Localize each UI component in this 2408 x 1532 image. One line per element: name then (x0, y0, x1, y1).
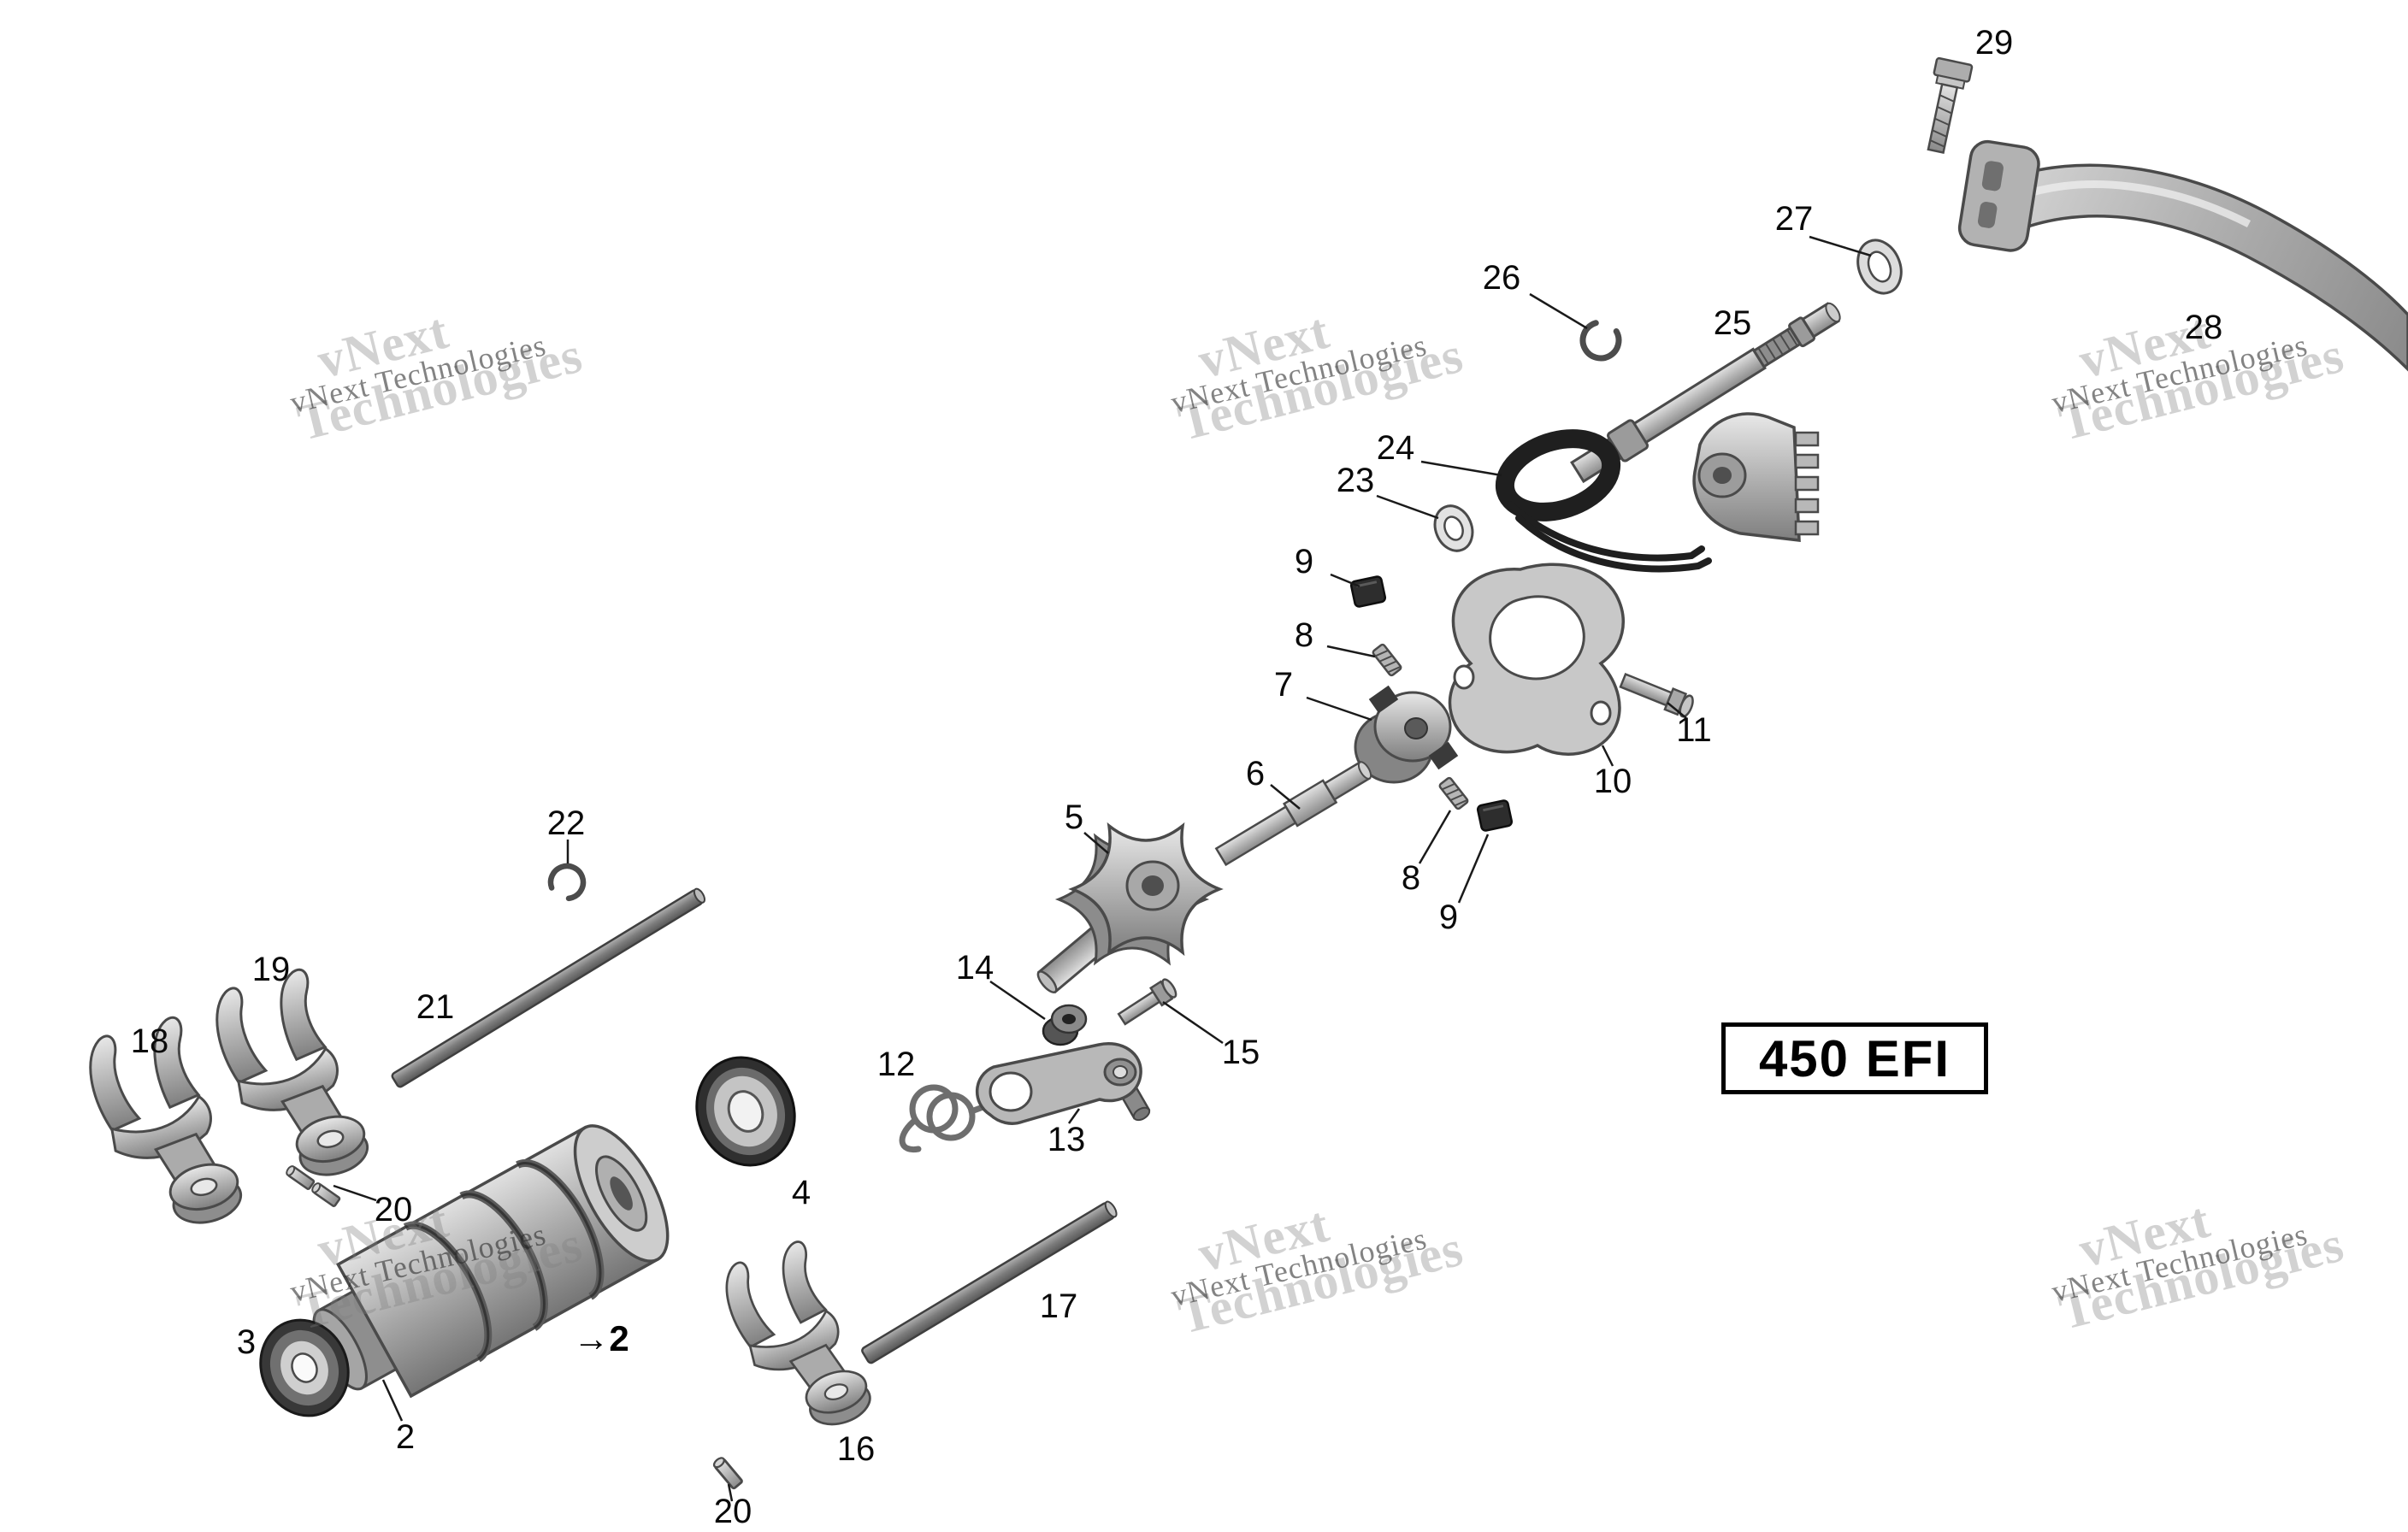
leader-lines (333, 235, 1872, 1502)
part-9-pad-upper (1349, 575, 1387, 608)
part-6-pin (1214, 760, 1372, 867)
part-3-bearing (259, 1318, 350, 1417)
drum-arrow-note: →2 (573, 1321, 629, 1357)
part-13-pawl-arm (976, 1042, 1151, 1125)
model-badge: 450 EFI (1721, 1022, 1988, 1094)
part-19-shift-fork (206, 962, 374, 1195)
arrow-right-icon: → (573, 1318, 610, 1358)
part-22-circlip (547, 863, 587, 902)
drum-arrow-label: 2 (609, 1318, 629, 1358)
part-23-washer (1433, 504, 1474, 552)
part-9-pad-lower (1476, 799, 1514, 832)
part-25-shift-shaft (1570, 302, 1841, 542)
part-28-shift-lever (1957, 139, 2408, 372)
part-24-torsion-spring (1495, 429, 1712, 573)
part-7-ratchet-hub (1354, 685, 1459, 784)
part-15-bolt (1117, 978, 1177, 1026)
part-27-washer (1856, 239, 1903, 295)
part-2-shift-drum (312, 1124, 670, 1399)
part-11-bolt (1619, 672, 1694, 718)
part-26-circlip (1579, 319, 1622, 362)
part-14-washers (1042, 1004, 1088, 1046)
part-16-shift-fork (715, 1234, 876, 1447)
part-10-gasket (1448, 563, 1625, 756)
part-21-fork-shaft (391, 887, 705, 1088)
part-20-roller-c (711, 1454, 744, 1491)
part-8-spring-lower (1437, 775, 1470, 811)
part-5-shift-cam (1036, 824, 1221, 994)
part-4-bearing (695, 1056, 796, 1167)
part-29-bolt (1927, 56, 1974, 155)
part-17-fork-shaft (861, 1200, 1118, 1364)
part-8-spring-upper (1371, 642, 1403, 678)
